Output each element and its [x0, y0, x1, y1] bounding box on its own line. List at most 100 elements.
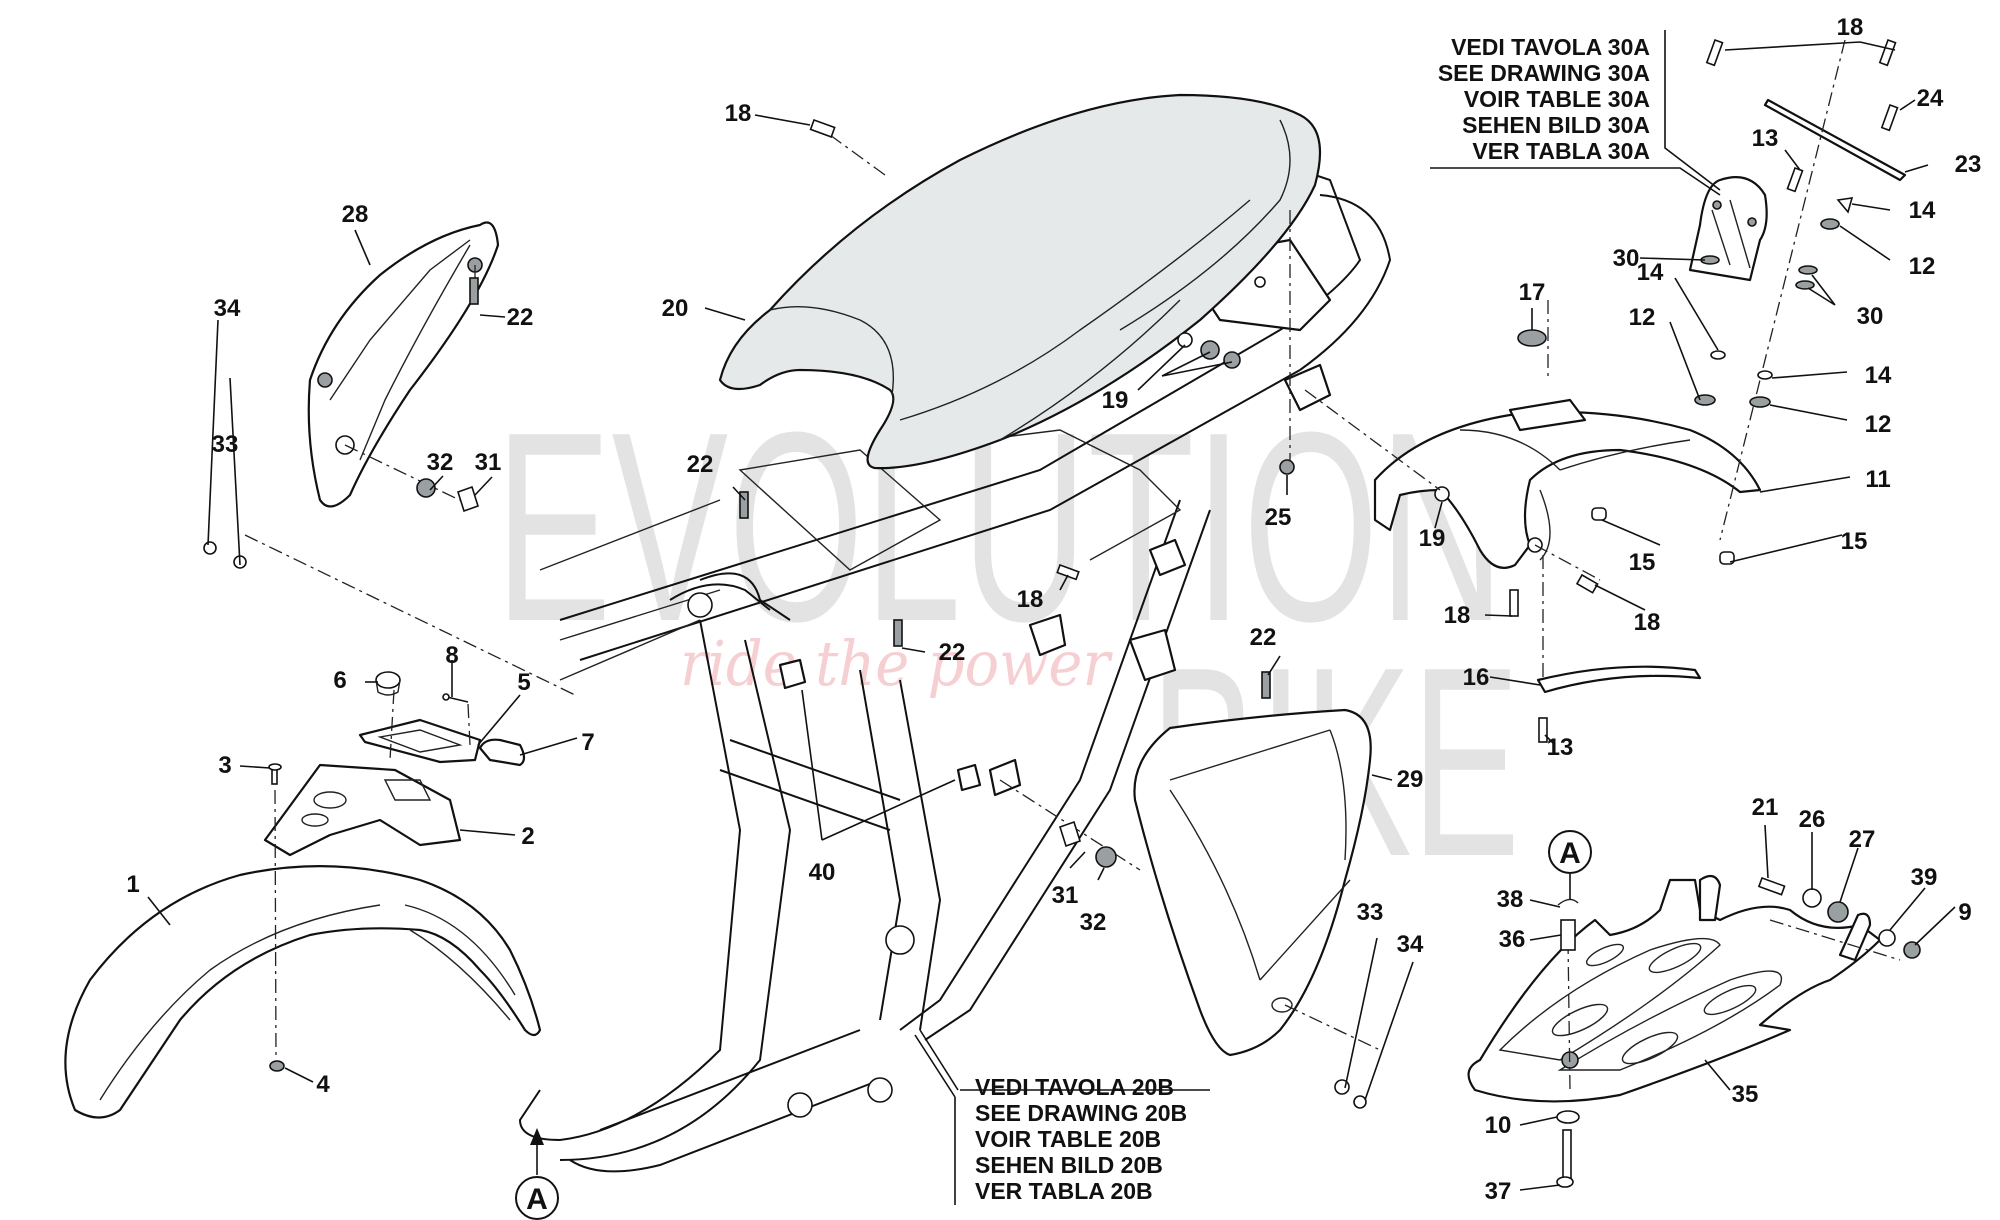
callout-number-32: 32	[1080, 909, 1107, 936]
callout-number-38: 38	[1497, 886, 1524, 913]
ref-20b-line-3: VOIR TABLE 20B	[975, 1126, 1161, 1152]
ref-20b-line-1: VEDI TAVOLA 20B	[975, 1074, 1174, 1100]
fender-bracket	[263, 763, 462, 857]
screw-24	[1880, 103, 1899, 132]
washer-39	[1878, 929, 1896, 947]
clip-nut-40b	[956, 763, 982, 792]
ref-30a-line-2: SEE DRAWING 30A	[1438, 60, 1650, 86]
callout-number-29: 29	[1397, 766, 1424, 793]
clamp-7	[478, 738, 526, 767]
callout-number-18: 18	[1444, 602, 1471, 629]
callout-number-4: 4	[316, 1071, 330, 1098]
callout-number-11: 11	[1865, 466, 1890, 493]
spacer-36	[1560, 919, 1576, 951]
ref-20b-line-5: VER TABLA 20B	[975, 1178, 1153, 1204]
plate-5	[358, 718, 482, 764]
callout-number-20: 20	[662, 295, 689, 322]
grommet-12b	[1694, 394, 1716, 406]
washer-10	[1556, 1110, 1580, 1124]
callout-number-18: 18	[1017, 586, 1044, 613]
screw-18c	[1705, 38, 1724, 67]
watermark: EVOLUTION BIKE ride the power	[495, 377, 1520, 913]
leader-lines	[147, 30, 1956, 1205]
screw-18d	[1878, 38, 1897, 67]
ref-20b-line-2: SEE DRAWING 20B	[975, 1100, 1187, 1126]
seat	[718, 93, 1322, 470]
washer-19a	[1177, 332, 1193, 348]
callout-number-35: 35	[1732, 1081, 1759, 1108]
grommet-32a	[416, 478, 436, 498]
left-side-cover	[307, 221, 500, 508]
screw-18e	[1509, 589, 1519, 617]
callout-number-26: 26	[1799, 806, 1826, 833]
ref-30a-line-3: VOIR TABLE 30A	[1464, 86, 1650, 112]
callout-number-15: 15	[1841, 528, 1868, 555]
callout-number-22: 22	[939, 639, 966, 666]
nut-19a	[1200, 340, 1220, 360]
callout-number-19: 19	[1102, 387, 1129, 414]
screw-21	[1757, 876, 1786, 896]
assembly-lines	[244, 39, 1901, 1091]
nut-19b	[1223, 351, 1241, 369]
callout-number-10: 10	[1485, 1112, 1512, 1139]
callout-number-31: 31	[475, 449, 502, 476]
callout-number-30: 30	[1857, 303, 1884, 330]
callout-number-7: 7	[581, 729, 594, 756]
screw-34a	[203, 541, 217, 555]
spacer-31b	[1059, 820, 1081, 848]
clip-38	[1557, 898, 1579, 906]
rear-fender	[1373, 398, 1762, 569]
callout-number-18: 18	[1634, 609, 1661, 636]
spacer-31a	[457, 485, 479, 513]
pin-22a	[469, 277, 479, 305]
screw-18f	[1575, 573, 1599, 594]
callout-number-32: 32	[427, 449, 454, 476]
callout-number-13: 13	[1547, 734, 1574, 761]
callout-number-2: 2	[521, 823, 534, 850]
pad-15a	[1719, 551, 1735, 565]
callout-number-31: 31	[1052, 882, 1079, 909]
callout-number-12: 12	[1865, 411, 1892, 438]
callout-number-14: 14	[1637, 259, 1664, 286]
ref-30a-line-4: SEHEN BILD 30A	[1462, 112, 1650, 138]
screw-34b	[1353, 1095, 1367, 1109]
clip-30c	[1795, 280, 1815, 290]
nut-9	[1903, 941, 1921, 959]
screw-18a	[809, 118, 836, 138]
grommet-12a	[1820, 218, 1840, 230]
screw-13a	[1786, 166, 1804, 193]
callout-number-6: 6	[333, 667, 346, 694]
callout-number-25: 25	[1265, 504, 1292, 531]
callout-number-33: 33	[1357, 899, 1384, 926]
callout-number-14: 14	[1909, 197, 1936, 224]
tail-light-bracket	[1688, 176, 1768, 282]
callout-number-5: 5	[517, 669, 530, 696]
hardware	[203, 38, 1921, 1188]
right-side-cover	[1133, 708, 1372, 1057]
callout-number-37: 37	[1485, 1178, 1512, 1205]
callout-number-13: 13	[1752, 125, 1779, 152]
plate-23	[1763, 98, 1907, 182]
spacer-14b	[1710, 350, 1726, 360]
pin-22b	[739, 491, 749, 519]
callout-number-18: 18	[1837, 14, 1864, 41]
front-fender	[64, 865, 542, 1119]
section-marker-a-frame: A	[515, 1128, 559, 1220]
callout-number-22: 22	[507, 304, 534, 331]
callout-number-8: 8	[445, 642, 458, 669]
nut-25	[1279, 459, 1295, 475]
callout-number-1: 1	[126, 871, 139, 898]
marker-letter-a: A	[1559, 837, 1581, 870]
ref-30a-line-1: VEDI TAVOLA 30A	[1451, 34, 1650, 60]
grommet-32b	[1095, 846, 1117, 868]
marker-letter-a: A	[526, 1183, 548, 1216]
callout-number-34: 34	[214, 295, 241, 322]
bushing-27	[1827, 901, 1849, 923]
callout-number-28: 28	[342, 201, 369, 228]
reference-see-drawing-30a: VEDI TAVOLA 30A SEE DRAWING 30A VOIR TAB…	[1438, 34, 1650, 164]
callout-number-22: 22	[1250, 624, 1277, 651]
callout-number-3: 3	[218, 752, 231, 779]
screw-13b	[1538, 717, 1548, 743]
ref-20b-line-4: SEHEN BILD 20B	[975, 1152, 1163, 1178]
reference-see-drawing-20b: VEDI TAVOLA 20B SEE DRAWING 20B VOIR TAB…	[975, 1074, 1187, 1204]
